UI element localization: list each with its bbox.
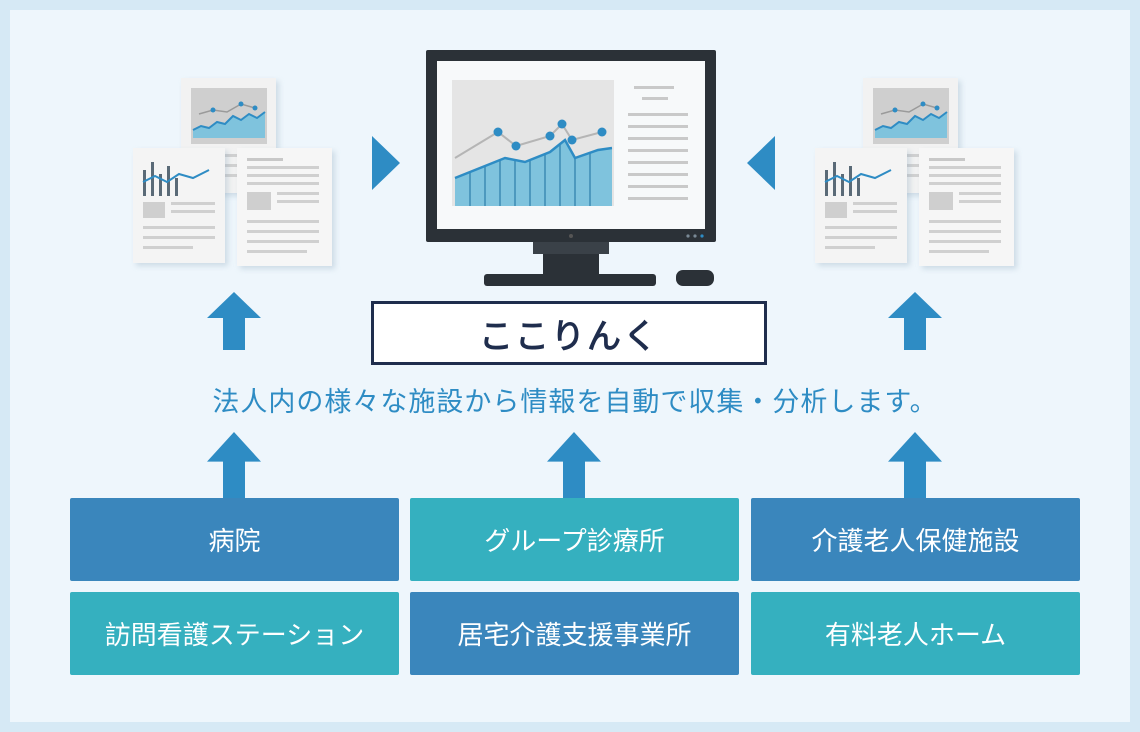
facility-geriatric-health-facility: 介護老人保健施設: [751, 498, 1080, 581]
facility-home-nursing-station: 訪問看護ステーション: [70, 592, 399, 675]
facility-private-nursing-home: 有料老人ホーム: [751, 592, 1080, 675]
arrow-up-icon-left-bottom: [207, 432, 261, 499]
desktop-monitor-icon: [426, 50, 716, 286]
facility-home-care-support-office: 居宅介護支援事業所: [410, 592, 739, 675]
arrow-up-icon-right-top: [888, 292, 942, 350]
brand-name: ここりんく: [479, 316, 659, 357]
arrow-up-icon-right-bottom: [888, 432, 942, 499]
arrow-up-icon-left-top: [207, 292, 261, 350]
facility-hospital: 病院: [70, 498, 399, 581]
pointer-right-icon: [372, 136, 400, 190]
left-report-documents-icon: [133, 78, 332, 266]
brand-name-box: ここりんく: [371, 301, 767, 365]
facility-group-clinic: グループ診療所: [410, 498, 739, 581]
arrow-up-icon-center-bottom: [547, 432, 601, 499]
description-caption: 法人内の様々な施設から情報を自動で収集・分析します。: [212, 387, 938, 418]
right-report-documents-icon: [815, 78, 1014, 266]
pointer-left-icon: [747, 136, 775, 190]
